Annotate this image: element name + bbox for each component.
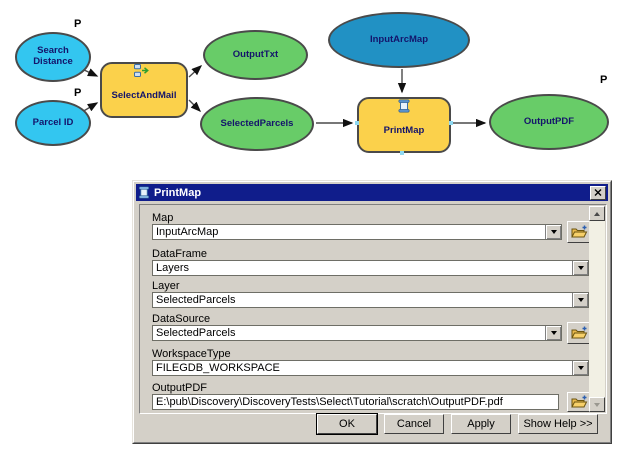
node-label: SelectedParcels xyxy=(220,117,294,129)
chevron-down-icon xyxy=(577,266,584,270)
node-label: PrintMap xyxy=(383,124,425,136)
chevron-down-icon xyxy=(550,230,557,234)
combobox-value: Layers xyxy=(156,262,190,274)
model-node-parcel-id[interactable]: Parcel ID xyxy=(15,100,91,146)
cancel-button[interactable]: Cancel xyxy=(384,414,444,434)
combobox-value: InputArcMap xyxy=(156,226,219,238)
arrow-up-icon xyxy=(594,211,600,216)
dropdown-button[interactable] xyxy=(545,225,561,239)
connection-handle xyxy=(355,121,359,125)
printmap-dialog: PrintMap Map InputArcMap xyxy=(132,180,612,444)
browse-button-outputpdf[interactable] xyxy=(567,392,591,412)
node-label: Parcel ID xyxy=(32,116,74,128)
dialog-frame: PrintMap Map InputArcMap xyxy=(133,181,611,443)
parameter-marker: P xyxy=(600,74,608,86)
combobox-value: FILEGDB_WORKSPACE xyxy=(156,362,280,374)
script-scroll-icon xyxy=(398,99,410,118)
apply-button[interactable]: Apply xyxy=(451,414,511,434)
datasource-combobox[interactable]: SelectedParcels xyxy=(152,325,562,341)
dialog-titlebar[interactable]: PrintMap xyxy=(136,184,608,201)
dropdown-button[interactable] xyxy=(572,261,588,275)
open-folder-plus-icon xyxy=(570,326,588,340)
map-combobox[interactable]: InputArcMap xyxy=(152,224,562,240)
layer-combobox[interactable]: SelectedParcels xyxy=(152,292,589,308)
scroll-down-button[interactable] xyxy=(589,397,605,412)
parameter-marker: P xyxy=(74,18,82,30)
connection-handle xyxy=(400,151,404,155)
browse-button-map[interactable] xyxy=(567,221,591,243)
field-label-datasource: DataSource xyxy=(152,313,211,325)
chevron-down-icon xyxy=(577,298,584,302)
dropdown-button[interactable] xyxy=(572,361,588,375)
field-label-layer: Layer xyxy=(152,280,180,292)
model-node-search-distance[interactable]: Search Distance xyxy=(15,32,91,82)
node-label: InputArcMap xyxy=(369,33,429,45)
dialog-title: PrintMap xyxy=(154,186,202,199)
model-node-input-arc-map[interactable]: InputArcMap xyxy=(328,12,470,68)
dropdown-button[interactable] xyxy=(545,326,561,340)
model-icon xyxy=(134,64,151,82)
model-node-selected-parcels[interactable]: SelectedParcels xyxy=(200,97,314,151)
node-label: SelectAndMail xyxy=(111,89,177,101)
model-node-output-txt[interactable]: OutputTxt xyxy=(203,30,308,80)
node-label: OutputPDF xyxy=(523,115,575,127)
arrow-down-icon xyxy=(594,402,600,407)
ok-button[interactable]: OK xyxy=(316,413,378,435)
field-label-map: Map xyxy=(152,212,174,224)
field-label-workspacetype: WorkspaceType xyxy=(152,348,231,360)
dataframe-combobox[interactable]: Layers xyxy=(152,260,589,276)
combobox-value: SelectedParcels xyxy=(156,327,236,339)
parameter-marker: P xyxy=(74,87,82,99)
node-label: OutputTxt xyxy=(232,48,279,60)
chevron-down-icon xyxy=(577,366,584,370)
outputpdf-input[interactable]: E:\pub\Discovery\DiscoveryTests\Select\T… xyxy=(152,394,559,410)
parameters-panel: Map InputArcMap DataFrame xyxy=(139,204,607,414)
field-label-dataframe: DataFrame xyxy=(152,248,208,260)
combobox-value: SelectedParcels xyxy=(156,294,236,306)
connection-handle xyxy=(449,121,453,125)
outputpdf-path: E:\pub\Discovery\DiscoveryTests\Select\T… xyxy=(156,396,503,408)
close-button[interactable] xyxy=(590,185,606,200)
close-x-icon xyxy=(594,189,602,196)
scroll-up-button[interactable] xyxy=(589,206,605,221)
dropdown-button[interactable] xyxy=(572,293,588,307)
open-folder-plus-icon xyxy=(570,225,588,239)
model-node-select-and-mail[interactable]: SelectAndMail xyxy=(100,62,188,118)
dialog-button-row: OK Cancel Apply Show Help >> xyxy=(134,413,598,435)
chevron-down-icon xyxy=(550,331,557,335)
show-help-button[interactable]: Show Help >> xyxy=(518,414,598,434)
field-label-outputpdf: OutputPDF xyxy=(152,382,208,394)
open-folder-plus-icon xyxy=(570,395,588,409)
model-node-output-pdf[interactable]: OutputPDF xyxy=(489,94,609,150)
vertical-scrollbar[interactable] xyxy=(589,206,605,412)
browse-button-datasource[interactable] xyxy=(567,322,591,344)
node-label: Search Distance xyxy=(33,45,73,67)
script-scroll-icon xyxy=(138,186,150,199)
workspacetype-combobox[interactable]: FILEGDB_WORKSPACE xyxy=(152,360,589,376)
